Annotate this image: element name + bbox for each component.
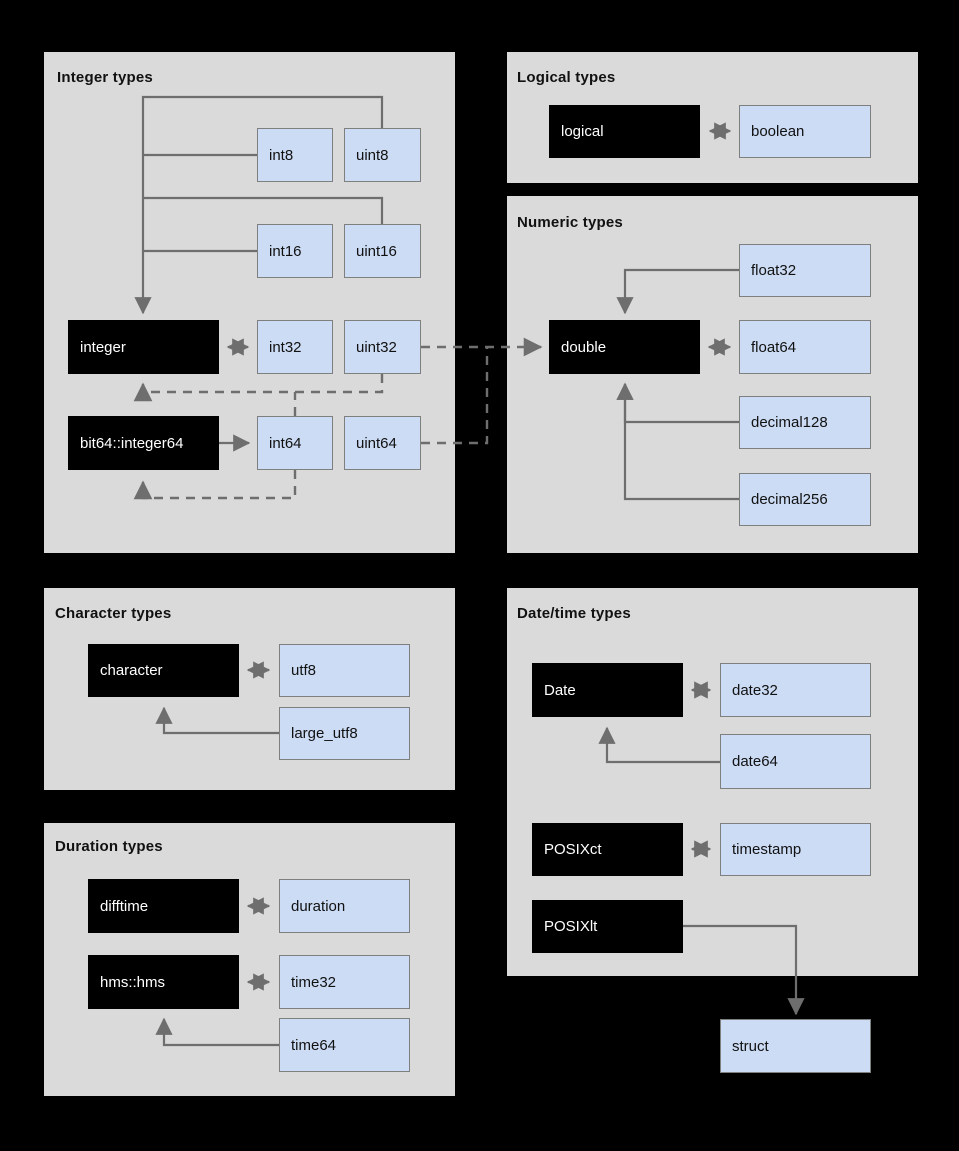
node-int8[interactable]: int8 [257, 128, 333, 182]
node-decimal256[interactable]: decimal256 [739, 473, 871, 526]
node-timestamp[interactable]: timestamp [720, 823, 871, 876]
node-uint64[interactable]: uint64 [344, 416, 421, 470]
node-int16[interactable]: int16 [257, 224, 333, 278]
node-int32[interactable]: int32 [257, 320, 333, 374]
node-posixlt[interactable]: POSIXlt [532, 900, 683, 953]
node-date64[interactable]: date64 [720, 734, 871, 789]
node-float64[interactable]: float64 [739, 320, 871, 374]
node-character[interactable]: character [88, 644, 239, 697]
node-time32[interactable]: time32 [279, 955, 410, 1009]
node-utf8[interactable]: utf8 [279, 644, 410, 697]
node-int64[interactable]: int64 [257, 416, 333, 470]
node-uint32[interactable]: uint32 [344, 320, 421, 374]
node-float32[interactable]: float32 [739, 244, 871, 297]
node-hms-hms[interactable]: hms::hms [88, 955, 239, 1009]
node-integer[interactable]: integer [68, 320, 219, 374]
node-date32[interactable]: date32 [720, 663, 871, 717]
panel-title-logical: Logical types [517, 69, 616, 86]
panel-title-duration: Duration types [55, 838, 163, 855]
node-double[interactable]: double [549, 320, 700, 374]
node-logical[interactable]: logical [549, 105, 700, 158]
panel-title-datetime: Date/time types [517, 605, 631, 622]
node-bit64-integer64[interactable]: bit64::integer64 [68, 416, 219, 470]
node-difftime[interactable]: difftime [88, 879, 239, 933]
panel-title-character: Character types [55, 605, 172, 622]
node-duration[interactable]: duration [279, 879, 410, 933]
node-date[interactable]: Date [532, 663, 683, 717]
node-decimal128[interactable]: decimal128 [739, 396, 871, 449]
node-boolean[interactable]: boolean [739, 105, 871, 158]
panel-title-numeric: Numeric types [517, 214, 623, 231]
node-posixct[interactable]: POSIXct [532, 823, 683, 876]
node-uint16[interactable]: uint16 [344, 224, 421, 278]
node-struct[interactable]: struct [720, 1019, 871, 1073]
panel-title-integer: Integer types [57, 69, 153, 86]
node-large-utf8[interactable]: large_utf8 [279, 707, 410, 760]
node-uint8[interactable]: uint8 [344, 128, 421, 182]
node-time64[interactable]: time64 [279, 1018, 410, 1072]
